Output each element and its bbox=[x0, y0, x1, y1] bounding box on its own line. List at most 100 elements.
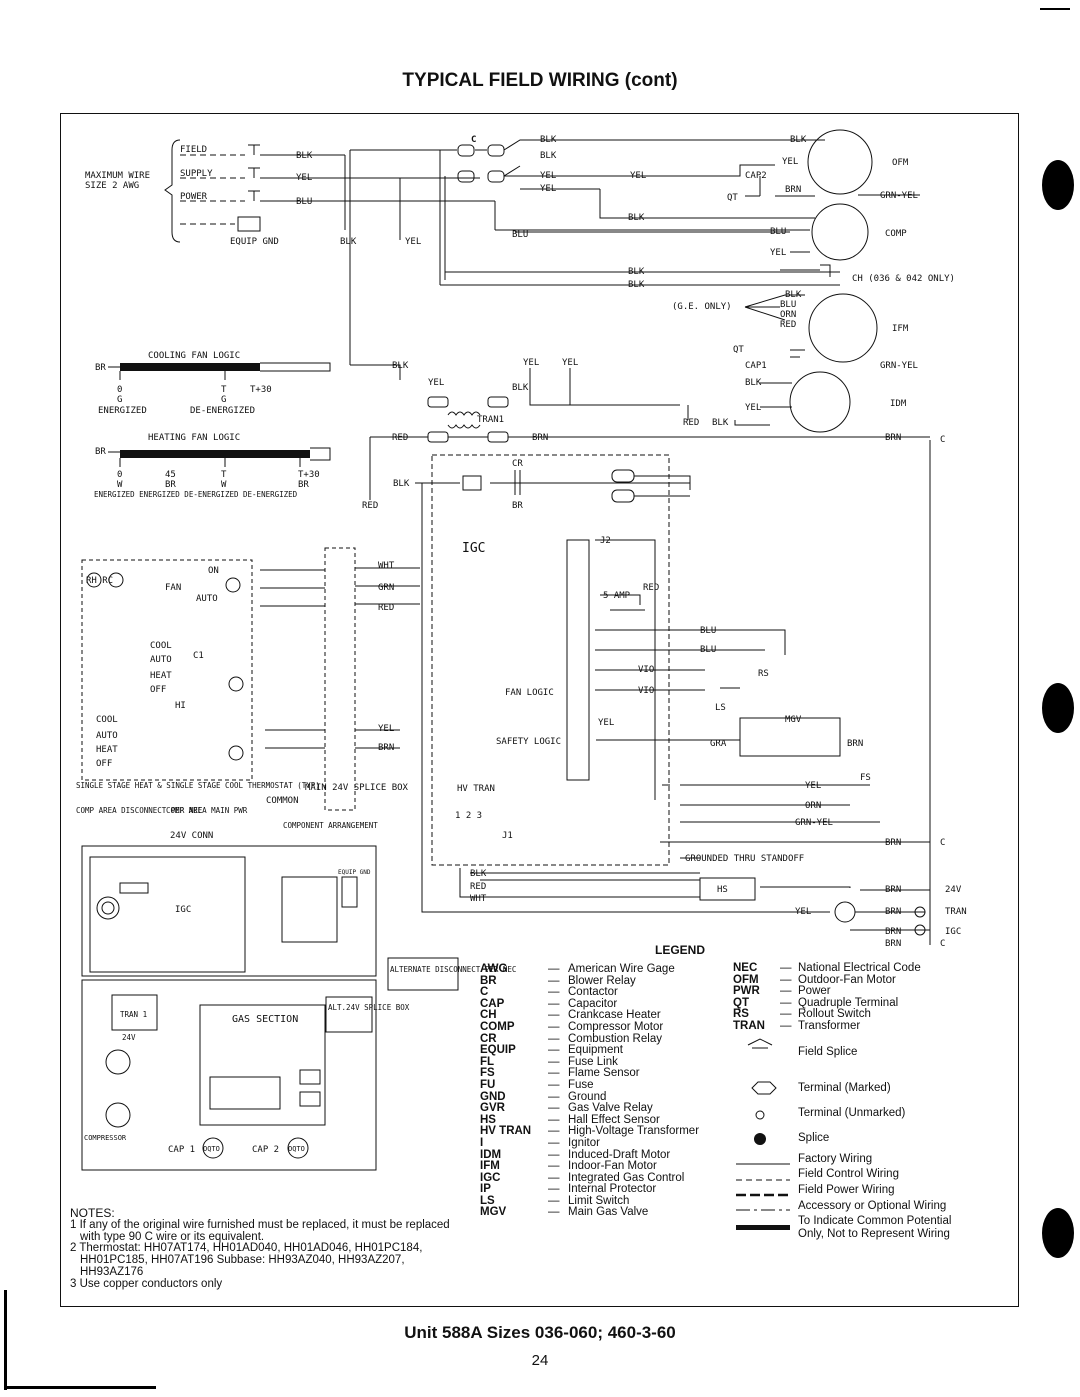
corner-mark bbox=[1040, 8, 1070, 10]
legend-def: Combustion Relay bbox=[568, 1032, 662, 1045]
ifm-label: IFM bbox=[892, 324, 909, 334]
legend-abbr: TRAN bbox=[733, 1019, 765, 1032]
legend-abbr: IGC bbox=[480, 1171, 501, 1184]
idm-motor-icon bbox=[789, 371, 851, 433]
legend-def: Capacitor bbox=[568, 997, 618, 1010]
cool-label: COOL bbox=[150, 641, 172, 651]
ofm-label: OFM bbox=[892, 158, 909, 168]
brn-tstat: BRN bbox=[378, 743, 394, 753]
terminal-unmarked-icon bbox=[755, 1110, 765, 1120]
rh-rc-label: RH RC bbox=[86, 576, 113, 586]
cool-label-2: COOL bbox=[96, 715, 118, 725]
equip-gnd-label: EQUIP GND bbox=[230, 237, 279, 247]
legend-col2-defs: National Electrical Code Outdoor-Fan Mot… bbox=[798, 962, 998, 1033]
fan-logic-label: FAN LOGIC bbox=[505, 688, 554, 698]
heat-state-3: W bbox=[221, 480, 227, 490]
brn-c-r: BRN bbox=[885, 939, 901, 949]
notes: NOTES: 1 If any of the original wire fur… bbox=[70, 1206, 470, 1291]
legend-def: Gas Valve Relay bbox=[568, 1102, 653, 1115]
heat-state-2: BR bbox=[165, 480, 176, 490]
yel-gvr: YEL bbox=[598, 718, 614, 728]
off-label: OFF bbox=[150, 685, 166, 695]
legend-col2-abbr: NEC OFM PWR QT RS TRAN bbox=[733, 962, 793, 1033]
binder-hole-2 bbox=[1042, 683, 1074, 733]
v24-label: 24V bbox=[945, 885, 962, 895]
blk-wire-2: BLK bbox=[340, 237, 357, 247]
c-label-2: C bbox=[940, 838, 945, 848]
blk-wire: BLK bbox=[296, 151, 313, 161]
field-control-text: Field Control Wiring bbox=[798, 1168, 899, 1180]
blk-ifm: BLK bbox=[785, 290, 802, 300]
blk-c2: BLK bbox=[540, 151, 557, 161]
legend-def: Transformer bbox=[798, 1019, 861, 1032]
blk-c1: BLK bbox=[540, 135, 557, 145]
red-tran: RED bbox=[683, 418, 699, 428]
ofm-motor-icon bbox=[807, 129, 873, 195]
igc-board bbox=[431, 454, 670, 866]
red-igc: RED bbox=[643, 583, 659, 593]
legend-abbr: RS bbox=[733, 1008, 749, 1021]
legend-abbr: QT bbox=[733, 996, 749, 1009]
page-footer-title: Unit 588A Sizes 036-060; 460-3-60 bbox=[404, 1323, 676, 1342]
page-number: 24 bbox=[531, 1352, 549, 1369]
legend-def: Fuse bbox=[568, 1078, 594, 1091]
legend-col1-abbr: AWG BR C CAP CH COMP CR EQUIP FL FS FU G… bbox=[480, 963, 550, 1219]
max-wire-label: MAXIMUM WIRE bbox=[85, 171, 150, 181]
oqto-2-label: OQTO bbox=[288, 1145, 305, 1153]
scan-edge bbox=[4, 1290, 7, 1390]
legend-abbr: MGV bbox=[480, 1206, 507, 1219]
vio-ls-2: VIO bbox=[638, 686, 654, 696]
legend-abbr: FU bbox=[480, 1078, 496, 1091]
heat-label: HEAT bbox=[150, 671, 172, 681]
wiring-diagram-frame bbox=[60, 113, 1019, 1307]
field-splice-icon bbox=[747, 1038, 773, 1049]
tran-label-r: TRAN bbox=[945, 907, 967, 917]
yel-tran-r: YEL bbox=[795, 907, 811, 917]
legend-title: LEGEND bbox=[655, 943, 706, 957]
heat-tick-t: T bbox=[221, 470, 227, 480]
grounded-label: GROUNDED THRU STANDOFF bbox=[685, 854, 804, 864]
legend-abbr: CH bbox=[480, 1009, 497, 1022]
brn-tran-r: BRN bbox=[885, 907, 901, 917]
grn-yel-ifm: GRN-YEL bbox=[880, 361, 918, 371]
legend-def: Hall Effect Sensor bbox=[568, 1113, 660, 1126]
legend-abbr: I bbox=[480, 1136, 484, 1149]
five-amp-label: 5 AMP bbox=[603, 591, 631, 601]
legend-abbr: CAP bbox=[480, 997, 505, 1010]
field-label: FIELD bbox=[180, 145, 207, 155]
legend-def: Internal Protector bbox=[568, 1183, 657, 1196]
common-label: COMMON bbox=[266, 796, 299, 806]
heat-tick-0: 0 bbox=[117, 470, 122, 480]
max-wire-size: SIZE 2 AWG bbox=[85, 181, 139, 191]
tran1-label: TRAN1 bbox=[477, 415, 504, 425]
supply-label: SUPPLY bbox=[180, 169, 213, 179]
red-24v: RED bbox=[392, 433, 408, 443]
legend-abbr: NEC bbox=[733, 962, 758, 974]
cooling-fan-bar bbox=[120, 363, 260, 371]
yel-tran-2: YEL bbox=[562, 358, 578, 368]
legend-def: High-Voltage Transformer bbox=[568, 1125, 700, 1138]
yel-c: YEL bbox=[540, 171, 556, 181]
blk-l1: BLK bbox=[393, 479, 410, 489]
idm-label: IDM bbox=[890, 399, 907, 409]
legend-def: Compressor Motor bbox=[568, 1020, 664, 1033]
orn-fs: ORN bbox=[805, 801, 821, 811]
cap2-label: CAP2 bbox=[745, 171, 767, 181]
yel-tstat: YEL bbox=[378, 724, 394, 734]
common-potential-text-2: Only, Not to Represent Wiring bbox=[798, 1228, 950, 1240]
contactor-label: C bbox=[471, 135, 476, 145]
ls-label: LS bbox=[715, 703, 726, 713]
notes-title: NOTES: bbox=[70, 1206, 115, 1220]
yel-tran-3: YEL bbox=[428, 378, 444, 388]
binder-hole-1 bbox=[1042, 160, 1074, 210]
blk-comp: BLK bbox=[628, 213, 645, 223]
legend-abbr: PWR bbox=[733, 985, 760, 998]
page-title: TYPICAL FIELD WIRING (cont) bbox=[402, 70, 678, 91]
legend-def: Ignitor bbox=[568, 1136, 600, 1149]
auto-label-3: AUTO bbox=[96, 731, 118, 741]
yel-wire: YEL bbox=[296, 173, 312, 183]
legend-def: Crankcase Heater bbox=[568, 1009, 661, 1022]
power-label: POWER bbox=[180, 192, 208, 202]
cool-state-1: G bbox=[117, 395, 122, 405]
brn-24v: BRN bbox=[885, 885, 901, 895]
